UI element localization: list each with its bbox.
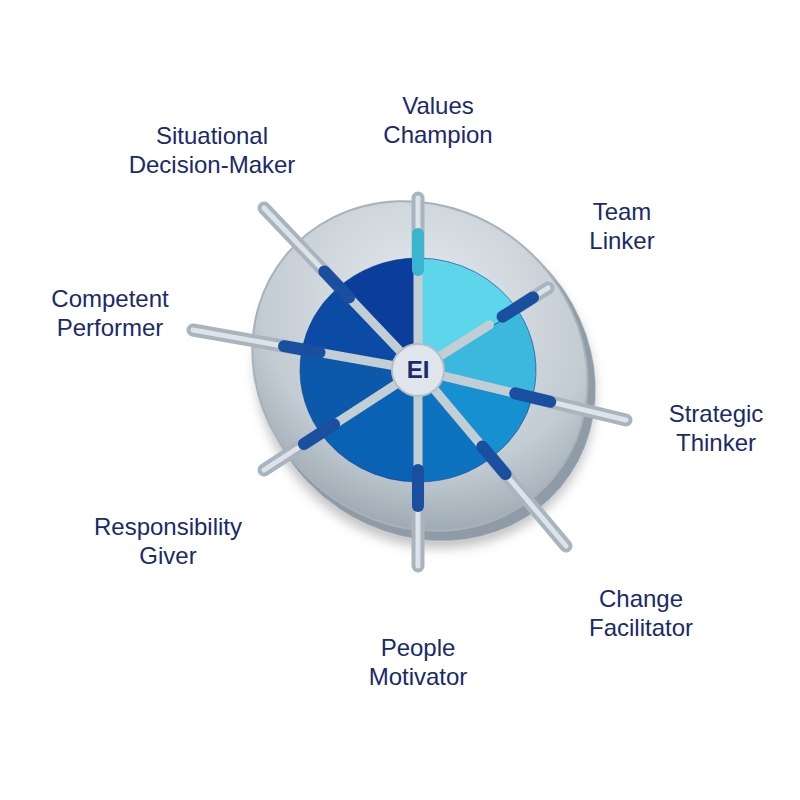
spoke-handle xyxy=(412,470,424,506)
role-label: Team Linker xyxy=(575,197,670,256)
spoke-highlight xyxy=(416,370,421,566)
role-label: Strategic Thinker xyxy=(657,399,775,458)
spoke xyxy=(418,370,566,546)
spoke-handle xyxy=(482,447,505,475)
spoke-handle xyxy=(284,346,319,352)
spoke-handle xyxy=(412,234,424,270)
spoke-handle xyxy=(324,271,349,297)
role-label: Responsibility Giver xyxy=(82,512,254,571)
spoke xyxy=(264,208,418,370)
spoke-handle xyxy=(503,297,533,316)
role-label: Situational Decision-Maker xyxy=(120,121,305,180)
hub-node: EI xyxy=(403,354,434,386)
wheel-hub xyxy=(392,344,444,396)
hub-label: EI xyxy=(407,356,430,384)
role-label: People Motivator xyxy=(356,633,480,692)
spoke-handle xyxy=(515,393,550,401)
wheel-rim xyxy=(185,133,655,599)
spoke-highlight xyxy=(418,370,566,546)
spoke-handle xyxy=(304,424,334,444)
role-label: Values Champion xyxy=(373,91,503,150)
spoke-highlight xyxy=(264,208,418,370)
role-label: Competent Performer xyxy=(39,284,181,343)
role-label: Change Facilitator xyxy=(575,584,707,643)
